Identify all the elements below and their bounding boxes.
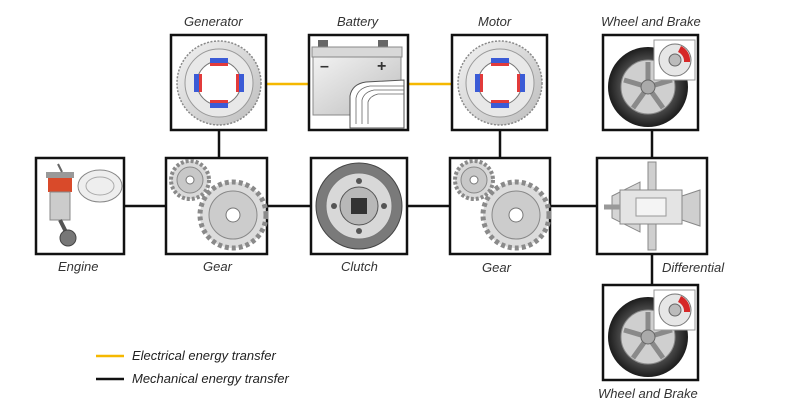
svg-text:–: –: [320, 58, 329, 75]
differential-box: [595, 156, 709, 256]
battery-label: Battery: [337, 14, 379, 29]
motor-label: Motor: [478, 14, 512, 29]
wheel-brake-top-box: [601, 33, 700, 132]
generator-icon: [176, 40, 262, 126]
motor-box: [450, 33, 549, 132]
wheel-brake-bottom-box: [601, 283, 700, 382]
connections: [124, 82, 654, 285]
gear-left-box: [164, 156, 269, 256]
gear-right-label: Gear: [482, 260, 511, 275]
clutch-label: Clutch: [341, 259, 378, 274]
generator-label: Generator: [184, 14, 243, 29]
engine-icon: [46, 163, 123, 247]
engine-label: Engine: [58, 259, 99, 274]
brake-disc-icon: [653, 289, 696, 331]
gear-icon: [453, 159, 552, 251]
legend-electrical-label: Electrical energy transfer: [132, 348, 276, 363]
gear-right-box: [448, 156, 552, 256]
clutch-box: [309, 156, 409, 256]
engine-box: [34, 156, 126, 256]
differential-icon: [604, 161, 701, 251]
clutch-icon: [315, 162, 403, 250]
legend-mechanical-label: Mechanical energy transfer: [132, 371, 289, 386]
battery-icon: – +: [311, 40, 405, 129]
generator-box: [169, 33, 268, 132]
svg-text:+: +: [377, 58, 386, 75]
motor-icon: [457, 40, 543, 126]
gear-icon: [169, 159, 269, 251]
differential-label: Differential: [662, 260, 725, 275]
wheel-brake-top-label: Wheel and Brake: [601, 14, 701, 29]
gear-left-label: Gear: [203, 259, 232, 274]
battery-box: – +: [307, 33, 410, 132]
brake-disc-icon: [653, 39, 696, 81]
wheel-brake-bottom-label: Wheel and Brake: [598, 386, 698, 401]
